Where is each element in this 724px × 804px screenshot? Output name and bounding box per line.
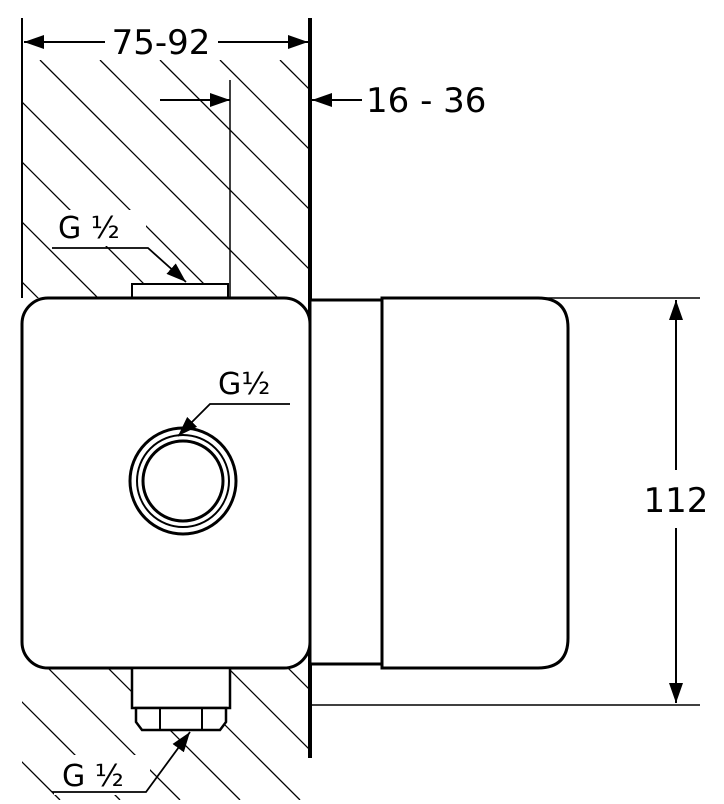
bottom-port-nut (134, 706, 228, 732)
bottom-port-leader (52, 731, 191, 793)
top-port-label-bg (54, 210, 146, 246)
hatch-line (640, 60, 724, 800)
hatch-line (22, 581, 241, 800)
hatch-line (99, 60, 308, 269)
hatch-line (580, 60, 724, 800)
bottom-port-label: G ½ (62, 759, 124, 794)
front-port-inner (141, 439, 225, 523)
hatch-line (22, 101, 308, 389)
hatch-line (700, 60, 724, 800)
wall-dimension-label: 16 - 36 (366, 81, 486, 121)
bottom-port-label-bg (54, 755, 150, 795)
front-port-leader (177, 403, 290, 437)
hatch-line (22, 641, 181, 800)
hatch-line (39, 60, 308, 329)
front-port-label: G½ (218, 367, 270, 402)
top-port-leader (52, 247, 187, 283)
hatch-line (22, 461, 308, 749)
spacer-ring (308, 298, 384, 666)
hatch-line (159, 60, 308, 209)
height-dimension-label: 112 (644, 481, 709, 521)
depth-dimension-label: 75-92 (112, 23, 211, 63)
front-cover-cap (380, 296, 570, 670)
bottom-port-stub (130, 666, 232, 710)
top-port-label: G ½ (58, 211, 120, 246)
